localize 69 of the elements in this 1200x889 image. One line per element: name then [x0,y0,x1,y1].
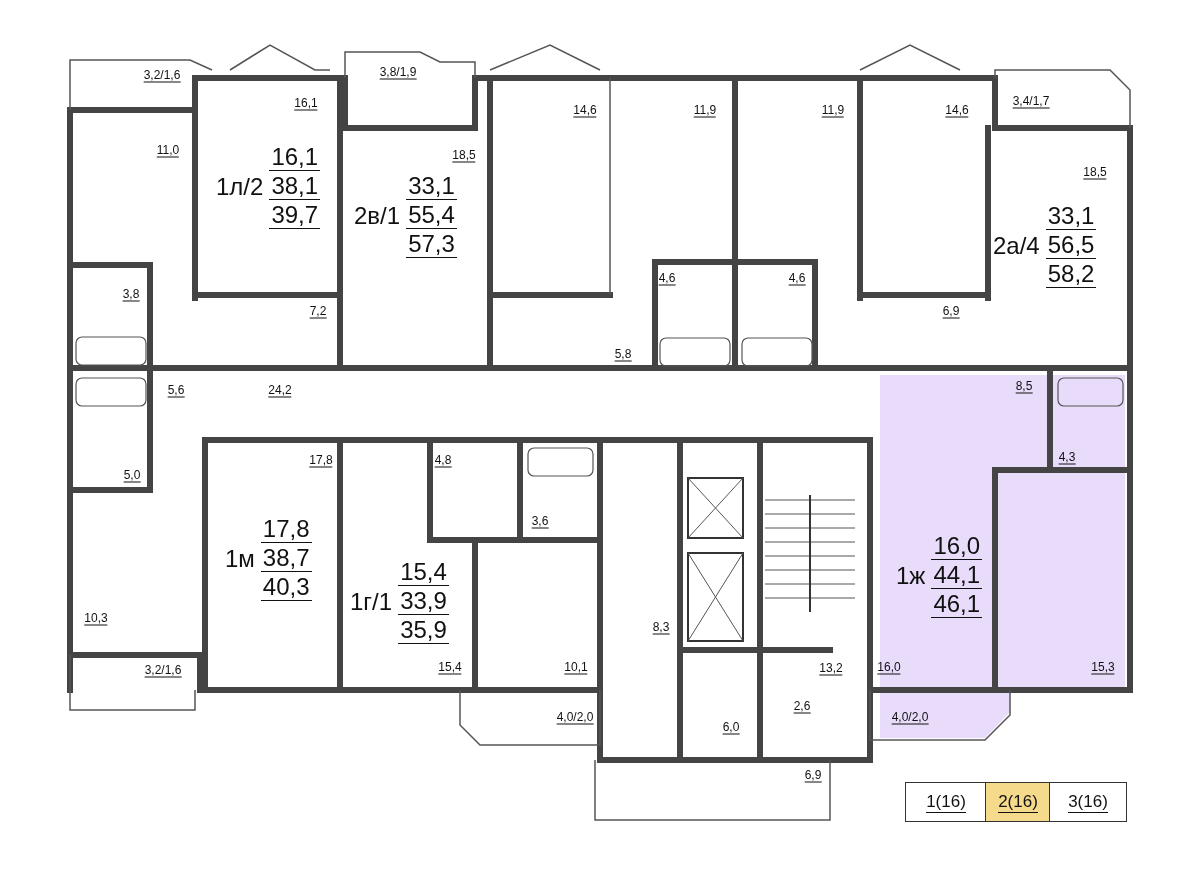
area-value: 33,9 [398,588,449,615]
section-box [985,782,1051,822]
room-area: 17,8 [309,452,333,468]
room-area: 16,1 [294,95,318,111]
apartment-code: 2а/4 [993,231,1040,260]
room-area: 13,2 [819,660,843,676]
room-area: 11,9 [821,102,845,118]
area-value: 35,9 [398,617,449,644]
area-value: 33,1 [1045,203,1097,230]
area-value: 39,7 [269,202,321,229]
section-number: 3(16) [1068,791,1108,813]
room-area: 3,2/1,6 [143,67,181,83]
room-area: 5,6 [167,382,185,398]
section-box [905,782,987,822]
area-value: 56,5 [1045,232,1097,259]
room-area: 5,8 [614,346,632,362]
room-area: 4,8 [434,452,452,468]
area-value: 58,2 [1045,261,1097,288]
apartment-code: 1м [225,544,255,573]
area-value: 38,7 [260,545,312,572]
room-area: 18,5 [452,147,476,163]
room-area: 2,6 [793,698,811,714]
room-area: 4,6 [788,270,806,286]
apartment-code: 1ж [896,561,926,590]
area-value: 55,4 [406,202,457,229]
room-area: 3,8/1,9 [379,64,417,80]
room-area: 4,6 [658,270,676,286]
room-area: 18,5 [1083,164,1107,180]
apartment-code: 2в/1 [354,201,401,230]
room-area: 8,3 [652,619,670,635]
room-area: 6,0 [722,719,740,735]
room-area: 24,2 [268,382,292,398]
room-area: 4,3 [1058,449,1076,465]
room-area: 4,0/2,0 [891,709,929,725]
room-area: 14,6 [573,102,597,118]
room-area: 3,8 [122,286,140,302]
apartment-code: 1л/2 [216,172,264,201]
room-area: 3,6 [531,513,549,529]
room-area: 6,9 [804,767,822,783]
apartment-code: 1г/1 [350,587,393,616]
room-area: 6,9 [942,303,960,319]
room-area: 7,2 [309,303,327,319]
area-value: 15,4 [398,559,449,586]
room-area: 11,0 [156,142,180,158]
area-value: 40,3 [260,574,312,601]
area-value: 44,1 [931,562,983,589]
highlighted-apartment [878,372,1128,740]
room-area: 3,4/1,7 [1012,93,1050,109]
area-value: 33,1 [406,173,457,200]
room-area: 10,1 [564,659,588,675]
room-area: 15,3 [1091,659,1115,675]
room-area: 3,2/1,6 [144,662,182,678]
room-area: 10,3 [84,610,108,626]
section-number: 2(16) [998,791,1038,813]
room-area: 5,0 [123,467,141,483]
room-area: 16,0 [877,659,901,675]
section-box [1049,782,1127,822]
room-area: 8,5 [1015,378,1033,394]
area-value: 38,1 [269,173,321,200]
room-area: 14,6 [945,102,969,118]
area-value: 17,8 [260,516,312,543]
room-area: 15,4 [438,659,462,675]
area-value: 46,1 [931,591,983,618]
area-value: 16,1 [269,144,321,171]
area-value: 16,0 [931,533,983,560]
room-area: 11,9 [693,102,717,118]
room-area: 4,0/2,0 [556,709,594,725]
section-number: 1(16) [926,791,966,813]
area-value: 57,3 [406,231,457,258]
